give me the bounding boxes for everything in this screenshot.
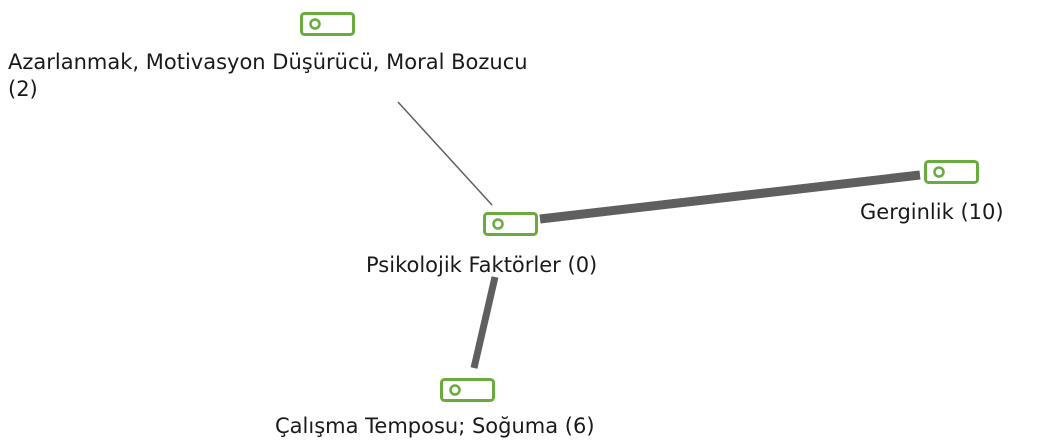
node-name: Çalışma Temposu; Soğuma <box>275 414 559 438</box>
tag-icon[interactable] <box>300 12 355 36</box>
node-label-azarlanmak[interactable]: Azarlanmak, Motivasyon Düşürücü, Moral B… <box>8 49 528 103</box>
node-count: (6) <box>564 414 595 438</box>
tag-icon[interactable] <box>924 160 979 184</box>
node-name: Gerginlik <box>860 200 954 224</box>
node-count: (2) <box>8 77 38 101</box>
node-label-central[interactable]: Psikolojik Faktörler (0) <box>366 252 597 279</box>
node-count: (10) <box>960 200 1004 224</box>
node-label-gerginlik[interactable]: Gerginlik (10) <box>860 199 1004 226</box>
edge-central-azarlanmak[interactable] <box>397 101 493 206</box>
tag-icon[interactable] <box>440 378 495 402</box>
node-count: (0) <box>567 253 598 277</box>
tag-icon[interactable] <box>483 212 538 236</box>
node-name: Psikolojik Faktörler <box>366 253 561 277</box>
node-name: Azarlanmak, Motivasyon Düşürücü, Moral B… <box>8 50 528 74</box>
edge-central-calisma[interactable] <box>470 276 499 369</box>
edge-central-gerginlik[interactable] <box>539 170 921 224</box>
node-label-calisma[interactable]: Çalışma Temposu; Soğuma (6) <box>275 413 595 440</box>
